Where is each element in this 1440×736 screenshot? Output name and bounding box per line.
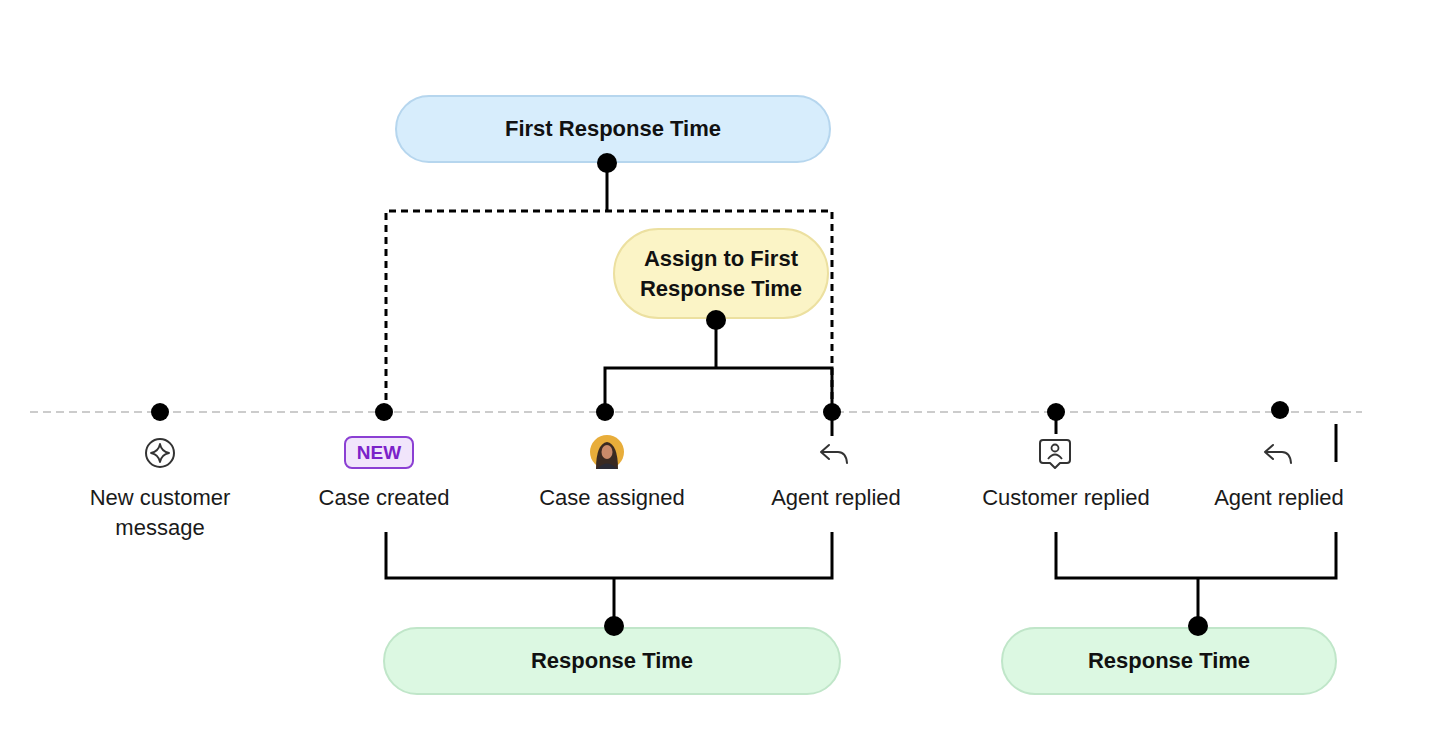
dashed-bracket [386, 211, 832, 412]
avatar-bg [590, 435, 624, 469]
metric-name: Response Time [531, 646, 693, 676]
metric-pill: First Response Time [395, 95, 831, 163]
event-dot [1271, 401, 1289, 419]
event-label: New customer message [70, 483, 250, 543]
avatar-face [602, 445, 613, 459]
metric-name: First Response Time [505, 114, 721, 144]
bracket-stem [613, 578, 616, 626]
bracket-dot [604, 616, 624, 636]
metric-name: Assign to First Response Time [626, 244, 816, 304]
event-dot [823, 403, 841, 421]
status-badge: NEW [344, 436, 414, 469]
avatar-body [597, 464, 617, 470]
bracket-dot [597, 153, 617, 173]
tick [831, 420, 834, 436]
avatar-icon [590, 435, 624, 469]
reply-icon [821, 445, 847, 463]
customer-chat-icon [1040, 440, 1070, 468]
badge-text: NEW [357, 441, 401, 464]
tick [1055, 420, 1058, 434]
reply-icon [1265, 445, 1291, 463]
reply-arrow [821, 445, 847, 463]
event-dot [375, 403, 393, 421]
timeline-axis [30, 411, 1362, 413]
tick [1335, 424, 1338, 462]
avatar-hair [596, 442, 618, 469]
person-head [1052, 445, 1059, 452]
bracket-dot [1188, 616, 1208, 636]
reply-arrow [1265, 445, 1291, 463]
bracket [605, 368, 832, 412]
event-label: Case assigned [512, 483, 712, 513]
chat-bubble [1040, 440, 1070, 468]
event-label: Customer replied [956, 483, 1176, 513]
metric-name: Response Time [1088, 646, 1250, 676]
bracket-stem [1197, 578, 1200, 626]
event-label: Agent replied [736, 483, 936, 513]
bracket [386, 532, 832, 578]
event-dot [151, 403, 169, 421]
metric-pill: Response Time [1001, 627, 1337, 695]
event-dot [596, 403, 614, 421]
icon-circle [146, 439, 174, 467]
event-dot [1047, 403, 1065, 421]
icon-star [151, 444, 169, 462]
event-label: Agent replied [1179, 483, 1379, 513]
event-label: Case created [284, 483, 484, 513]
bracket-dot [706, 310, 726, 330]
bracket-stem [606, 163, 609, 211]
metric-pill: Response Time [383, 627, 841, 695]
sparkle-icon [146, 439, 174, 467]
bracket [1056, 532, 1336, 578]
bracket-stem [715, 320, 718, 368]
person-body [1048, 455, 1062, 460]
metric-pill: Assign to First Response Time [613, 228, 829, 319]
